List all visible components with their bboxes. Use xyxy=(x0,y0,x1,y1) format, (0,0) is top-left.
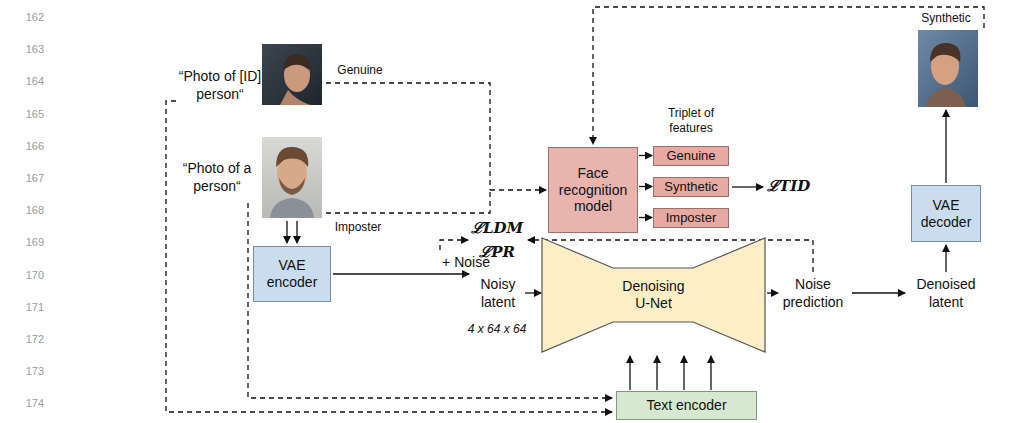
input-label-holder: Synthetic xyxy=(916,11,976,26)
line-number-holder: 166 xyxy=(14,140,44,154)
line-number: 166 xyxy=(26,140,44,154)
imposter-photo xyxy=(262,137,322,218)
prediction-to-denoised-arrow xyxy=(852,292,905,293)
latent-to-unet-arrow xyxy=(525,292,541,293)
loss-term-holder: ℒLDM xyxy=(467,219,527,238)
encoder-to-latent-arrow xyxy=(333,273,469,274)
line-number-holder: 165 xyxy=(14,108,44,122)
input-label: Imposter xyxy=(335,220,382,235)
line-number: 174 xyxy=(26,397,44,411)
tensor-label-holder: Denoised latent xyxy=(911,276,981,311)
prompt-text-holder: “Photo of a person“ xyxy=(182,160,252,195)
operation-label: + Noise xyxy=(442,254,490,272)
line-number: 171 xyxy=(26,301,44,315)
line-number: 164 xyxy=(26,75,44,89)
decoder-to-photo-arrow xyxy=(945,110,946,183)
merge-wire xyxy=(490,189,546,190)
line-number: 165 xyxy=(26,108,44,122)
node-text: Genuine xyxy=(666,148,715,164)
unet-to-prediction-arrow xyxy=(767,292,778,293)
feature-box: Imposter xyxy=(653,208,729,228)
node-text: VAE encoder xyxy=(261,257,323,291)
line-number-holder: 172 xyxy=(14,333,44,347)
node-text: Synthetic xyxy=(664,179,717,195)
prompt-text: “Photo of a person“ xyxy=(182,160,252,195)
decoder-box: VAE decoder xyxy=(911,185,981,242)
photo-to-encoder-arrow xyxy=(296,221,297,243)
tensor-label: Denoised latent xyxy=(911,276,981,311)
group-heading-holder: Triplet of features xyxy=(656,106,726,136)
input-label: Genuine xyxy=(337,63,382,78)
solid-arrows xyxy=(287,110,946,293)
genuine-photo xyxy=(262,44,322,105)
tensor-label-holder: Noisy latent xyxy=(472,276,524,311)
loss-term: ℒTID xyxy=(767,177,810,196)
line-number: 172 xyxy=(26,333,44,347)
line-number-holder: 163 xyxy=(14,43,44,57)
node-text: Face recognition model xyxy=(553,165,633,215)
line-number: 162 xyxy=(26,11,44,25)
unet-polygon xyxy=(542,238,765,352)
unet-shape: Denoising U-Net xyxy=(541,237,766,353)
loss-term: ℒLDM xyxy=(471,219,523,238)
loss-term-holder: ℒTID xyxy=(767,177,827,196)
feature-box: Genuine xyxy=(653,146,729,166)
prompt-text-holder: “Photo of [ID] person“ xyxy=(175,68,265,103)
input-label: Synthetic xyxy=(921,11,970,26)
line-number: 167 xyxy=(26,172,44,186)
connector-arrow xyxy=(656,356,657,390)
input-label-holder: Genuine xyxy=(330,63,390,78)
photo-to-encoder-arrow xyxy=(286,221,287,243)
line-number-holder: 169 xyxy=(14,236,44,250)
imposter-wire xyxy=(326,190,490,213)
connector-arrow xyxy=(639,217,652,218)
tensor-label-holder: Noise prediction xyxy=(777,276,849,311)
synthetic-photo xyxy=(918,30,978,107)
encoder-box: Text encoder xyxy=(616,391,757,420)
line-number-holder: 174 xyxy=(14,397,44,411)
prompt-text: “Photo of [ID] person“ xyxy=(175,68,265,103)
dimension-label-holder: 4 x 64 x 64 xyxy=(457,322,537,337)
genuine-wire xyxy=(326,83,490,190)
line-number-holder: 170 xyxy=(14,269,44,283)
model-box: Face recognition model xyxy=(548,147,638,233)
line-number: 168 xyxy=(26,204,44,218)
node-text: Imposter xyxy=(666,210,717,226)
node-text: Text encoder xyxy=(646,397,726,414)
input-label-holder: Imposter xyxy=(328,220,388,235)
node-text: VAE decoder xyxy=(916,197,976,231)
denoised-to-decoder-arrow xyxy=(945,245,946,272)
connector-arrow xyxy=(710,356,711,390)
line-number: 170 xyxy=(26,269,44,283)
dimension-label: 4 x 64 x 64 xyxy=(468,322,527,337)
group-heading: Triplet of features xyxy=(656,106,726,136)
line-number: 163 xyxy=(26,43,44,57)
encoder-box: VAE encoder xyxy=(253,246,331,302)
synthetic-wire xyxy=(593,7,984,144)
feature-box: Synthetic xyxy=(653,177,729,197)
connector-arrow xyxy=(629,356,630,390)
line-number-holder: 171 xyxy=(14,301,44,315)
line-number: 173 xyxy=(26,365,44,379)
line-number-holder: 173 xyxy=(14,365,44,379)
dashed-wires xyxy=(166,7,984,412)
synthetic-to-loss-arrow xyxy=(732,186,763,187)
line-number-holder: 162 xyxy=(14,11,44,25)
connector-arrow xyxy=(639,186,652,187)
line-number-holder: 168 xyxy=(14,204,44,218)
connector-arrow xyxy=(683,356,684,390)
line-number: 169 xyxy=(26,236,44,250)
operation-label-holder: + Noise xyxy=(436,254,496,272)
tensor-label: Noisy latent xyxy=(472,276,524,311)
connector-arrow xyxy=(639,155,652,156)
line-number-holder: 167 xyxy=(14,172,44,186)
noise-loss-wire xyxy=(440,240,468,250)
node-text: Denoising U-Net xyxy=(617,278,691,312)
tensor-label: Noise prediction xyxy=(777,276,849,311)
line-number-holder: 164 xyxy=(14,75,44,89)
